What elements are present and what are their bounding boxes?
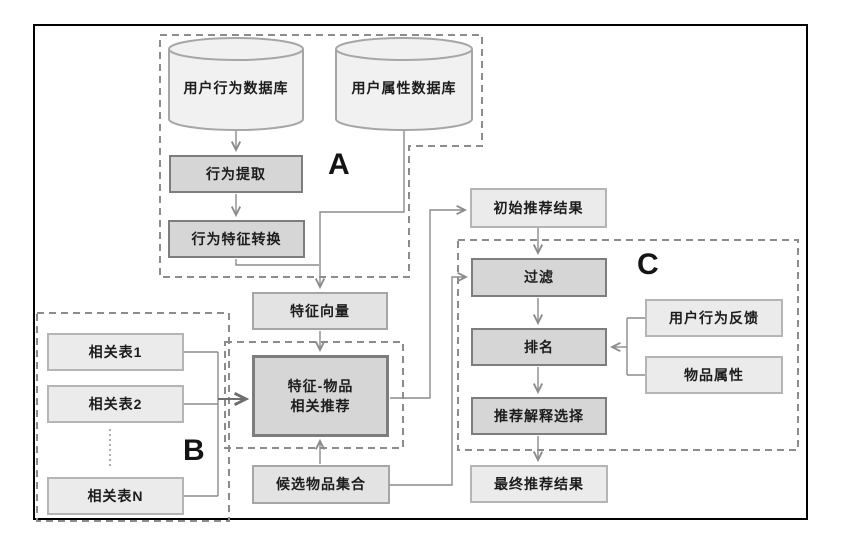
node-feature-vector: 特征向量 [252,292,388,330]
section-c-dashed-region [457,239,799,451]
node-final-recommendation-results: 最终推荐结果 [470,465,608,503]
node-item-attributes: 物品属性 [645,356,783,394]
node-related-table-n: 相关表N [47,477,184,515]
section-label-b: B [183,434,205,467]
user-behavior-db-cylinder [168,37,304,131]
node-user-behavior-db: 用户行为数据库 [183,80,289,96]
node-ranking: 排名 [471,328,607,366]
section-label-a: A [328,148,350,181]
section-label-c: C [637,248,659,281]
node-behavior-feature-conversion: 行为特征转换 [168,220,305,258]
node-feature-item-recommendation: 特征-物品 相关推荐 [252,355,389,437]
node-candidate-item-set: 候选物品集合 [252,465,390,504]
node-filter: 过滤 [471,258,607,297]
section-a-dashed-region [159,34,483,278]
node-feature-item-recommendation-line1: 特征-物品 [287,377,354,394]
feature-item-dashed-region [224,341,404,449]
node-user-attribute-db: 用户属性数据库 [351,80,457,96]
node-related-table-2: 相关表2 [47,385,184,423]
node-behavior-extraction: 行为提取 [169,155,303,193]
node-feature-item-recommendation-line2: 相关推荐 [290,398,351,414]
node-user-behavior-feedback: 用户行为反馈 [645,299,783,337]
user-attribute-db-cylinder [335,37,473,131]
diagram-border [33,24,808,520]
node-initial-recommendation-results: 初始推荐结果 [470,188,607,228]
node-related-table-1: 相关表1 [47,333,184,371]
node-recommendation-explanation-selection: 推荐解释选择 [471,397,607,435]
connector-arrows [184,131,645,497]
section-b-dashed-region [36,312,230,522]
